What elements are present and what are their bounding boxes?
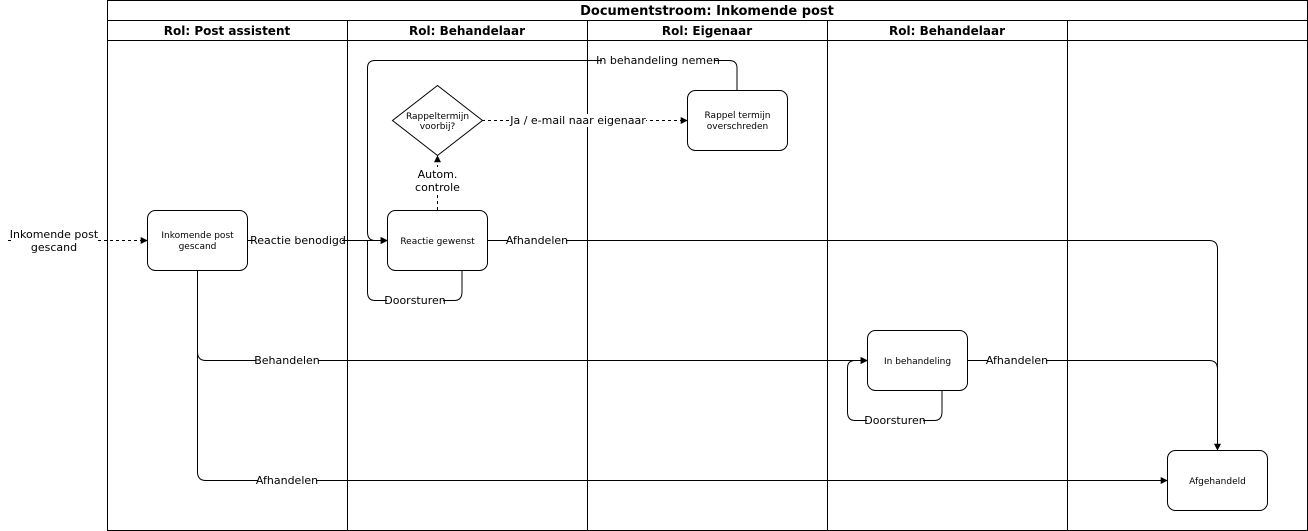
- svg-text:gescand: gescand: [179, 242, 217, 252]
- edge-doorsturen-2: [847, 357, 943, 421]
- label-afhandelen-direct: Afhandelen: [256, 474, 318, 487]
- edge-afhandelen-reactie: [487, 240, 1221, 451]
- svg-text:Rappel termijn: Rappel termijn: [705, 111, 771, 121]
- label-reactie-benodigd: Reactie benodigd: [250, 234, 346, 247]
- node-rappeltermijn-decision[interactable]: Rappeltermijn voorbij?: [391, 84, 484, 157]
- svg-text:voorbij?: voorbij?: [420, 122, 456, 132]
- node-inkomende-post[interactable]: Inkomende post gescand: [147, 210, 248, 271]
- label-afhandelen-reactie: Afhandelen: [506, 234, 568, 247]
- edge-behandelen: [197, 270, 868, 364]
- edge-labels: In behandeling nemen Ja / e-mail naar ei…: [250, 54, 1048, 487]
- pool-title: Documentstroom: Inkomende post: [580, 4, 834, 19]
- label-ja-email: Ja / e-mail naar eigenaar: [509, 114, 646, 127]
- svg-text:In behandeling: In behandeling: [884, 357, 951, 367]
- node-reactie-gewenst[interactable]: Reactie gewenst: [387, 210, 488, 271]
- node-afgehandeld[interactable]: Afgehandeld: [1167, 450, 1268, 511]
- lane-eigenaar: Rol: Eigenaar: [662, 24, 752, 38]
- svg-text:Doorsturen: Doorsturen: [384, 294, 446, 307]
- svg-text:gescand: gescand: [31, 241, 77, 254]
- lane-behandelaar-2: Rol: Behandelaar: [889, 24, 1005, 38]
- svg-text:Doorsturen: Doorsturen: [864, 414, 926, 427]
- svg-text:Afhandelen: Afhandelen: [986, 354, 1048, 367]
- node-in-behandeling[interactable]: In behandeling: [867, 330, 968, 391]
- svg-text:In behandeling nemen: In behandeling nemen: [596, 54, 720, 67]
- nodes: Inkomende post gescand Inkomende post ge…: [10, 84, 1268, 511]
- svg-text:Ja / e-mail naar eigenaar: Ja / e-mail naar eigenaar: [509, 114, 646, 127]
- edges: [8, 60, 1221, 484]
- edge-afhandelen-direct: [197, 352, 1168, 484]
- svg-text:overschreden: overschreden: [707, 122, 768, 132]
- label-afhandelen-behandeling: Afhandelen: [986, 354, 1048, 367]
- swimlane-pool: Documentstroom: Inkomende post Rol: Post…: [107, 0, 1308, 531]
- edge-in-behandeling-nemen: [367, 60, 738, 244]
- label-behandelen: Behandelen: [254, 354, 320, 367]
- svg-text:Reactie gewenst: Reactie gewenst: [400, 237, 475, 247]
- svg-text:Afgehandeld: Afgehandeld: [1189, 477, 1246, 487]
- svg-text:controle: controle: [415, 181, 460, 194]
- svg-text:Behandelen: Behandelen: [254, 354, 320, 367]
- label-autom-controle: Autom. controle: [414, 167, 460, 194]
- svg-text:Rappeltermijn: Rappeltermijn: [406, 112, 469, 122]
- svg-text:Autom.: Autom.: [418, 168, 458, 181]
- lane-behandelaar-1: Rol: Behandelaar: [409, 24, 525, 38]
- lane-post-assistent: Rol: Post assistent: [164, 24, 291, 38]
- start-event-label: Inkomende post gescand: [10, 228, 99, 255]
- svg-text:Reactie benodigd: Reactie benodigd: [250, 234, 346, 247]
- node-rappel-termijn[interactable]: Rappel termijn overschreden: [687, 90, 788, 151]
- svg-text:Inkomende post: Inkomende post: [161, 231, 234, 241]
- edge-afhandelen-behandeling: [967, 360, 1218, 450]
- svg-text:Afhandelen: Afhandelen: [506, 234, 568, 247]
- label-in-behandeling-nemen: In behandeling nemen: [596, 54, 720, 67]
- svg-text:Inkomende post: Inkomende post: [10, 228, 99, 241]
- svg-text:Afhandelen: Afhandelen: [256, 474, 318, 487]
- label-doorsturen-2: Doorsturen: [864, 414, 926, 427]
- label-doorsturen-1: Doorsturen: [384, 294, 446, 307]
